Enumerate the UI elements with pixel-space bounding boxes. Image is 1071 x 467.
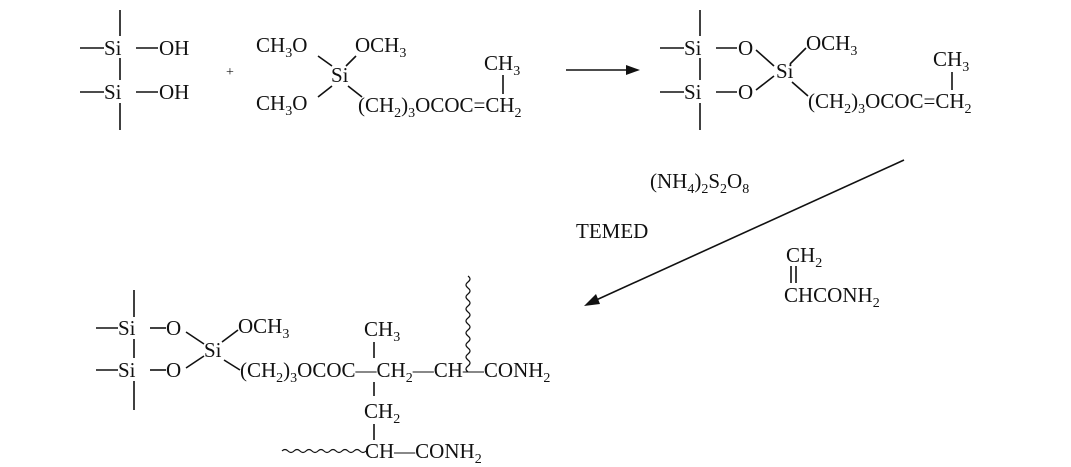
- arrow-shaft: [593, 159, 905, 302]
- methyl-group: CH3: [933, 47, 969, 75]
- bond: [185, 355, 205, 369]
- si-atom-bottom: Si: [684, 80, 702, 104]
- propyl-methacrylate-chain: (CH2)3OCOC=CH2: [358, 93, 522, 121]
- monomer-ch2: CH2: [786, 243, 822, 271]
- bond: [755, 75, 775, 91]
- o-atom-top: O: [738, 36, 753, 60]
- bond: [345, 55, 357, 67]
- methyl-group: CH3: [484, 51, 520, 79]
- si-atom-bottom: Si: [118, 358, 136, 382]
- methoxy-ll: CH3O: [256, 91, 307, 119]
- polymer-backbone: (CH2)3OCOC—CH2—CH—CONH2: [240, 358, 550, 386]
- methoxy-group: OCH3: [806, 31, 857, 59]
- o-atom-bottom: O: [738, 80, 753, 104]
- acrylamide-monomer: CH2 CHCONH2: [784, 243, 880, 311]
- bond: [185, 331, 205, 345]
- silanol-reactant: Si OH Si OH: [80, 10, 189, 130]
- bond: [347, 85, 363, 98]
- arrow-head: [626, 65, 640, 75]
- oh-top: OH: [159, 36, 189, 60]
- methoxy-ul: CH3O: [256, 33, 307, 61]
- arrow-head: [584, 294, 600, 306]
- propyl-methacrylate-chain: (CH2)3OCOC=CH2: [808, 89, 972, 117]
- o-atom-bottom: O: [166, 358, 181, 382]
- methyl-group: CH3: [364, 317, 400, 345]
- reaction-arrow-1: [566, 65, 640, 75]
- si-atom-center: Si: [776, 59, 794, 83]
- si-atom-top: Si: [118, 316, 136, 340]
- monomer-rest: CHCONH2: [784, 283, 880, 311]
- bond: [317, 85, 333, 98]
- bottom-polymer-chain: CH—CONH2: [365, 439, 482, 467]
- bond: [317, 55, 333, 67]
- bond: [791, 81, 809, 97]
- grafted-silane-product: Si O Si O Si OCH3 (CH2)3OCOC=CH2 CH3: [660, 10, 972, 130]
- si-atom-top: Si: [684, 36, 702, 60]
- methoxy-group: OCH3: [238, 314, 289, 342]
- bond: [755, 49, 775, 67]
- si-atom: Si: [331, 63, 349, 87]
- polymer-continuation-wavy-vertical: [465, 275, 471, 373]
- si-atom-center: Si: [204, 338, 222, 362]
- oh-bottom: OH: [159, 80, 189, 104]
- reaction-arrow-2: [584, 159, 905, 306]
- bond: [223, 359, 241, 371]
- methoxy-ur: OCH3: [355, 33, 406, 61]
- branch-ch2: CH2: [364, 399, 400, 427]
- si-atom-top: Si: [104, 36, 122, 60]
- initiator-label: (NH4)2S2O8: [650, 169, 749, 197]
- bond: [789, 47, 807, 65]
- catalyst-label: TEMED: [576, 219, 648, 243]
- o-atom-top: O: [166, 316, 181, 340]
- grafted-polymer-product: Si O Si O Si OCH3 (CH2)3OCOC—CH2—CH—CONH…: [96, 275, 550, 467]
- bond: [221, 329, 239, 343]
- si-atom-bottom: Si: [104, 80, 122, 104]
- silane-reactant: CH3O OCH3 Si CH3O (CH2)3OCOC=CH2 CH3: [256, 33, 522, 121]
- plus-sign: +: [226, 65, 234, 80]
- polymer-continuation-wavy-horizontal: [281, 448, 367, 454]
